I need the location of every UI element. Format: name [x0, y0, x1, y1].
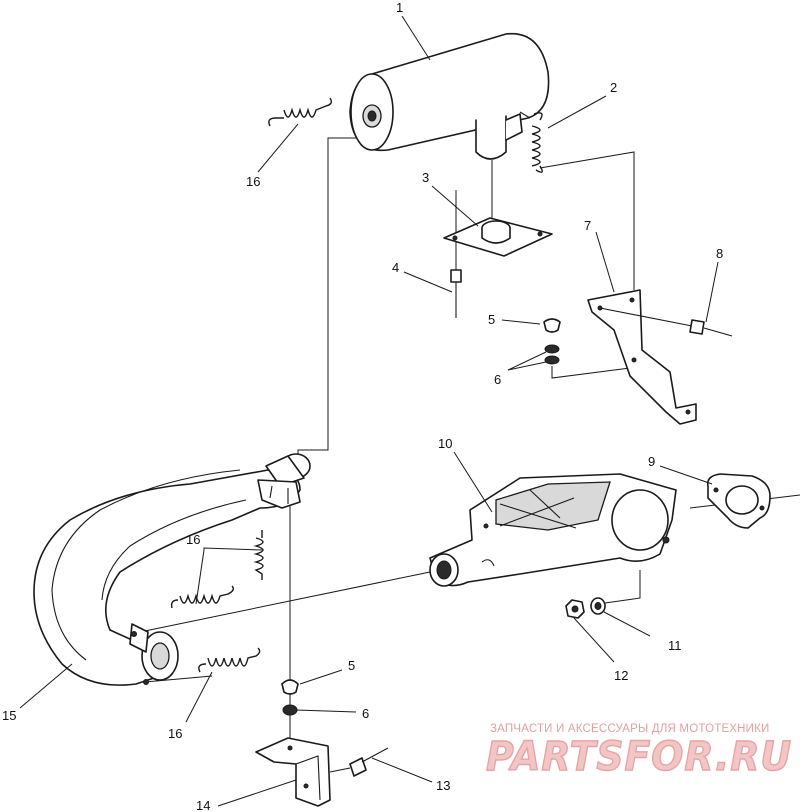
spring-16-middle [170, 585, 235, 609]
callout-12: 12 [614, 668, 628, 683]
watermark-logo: PARTSFOR.RU [486, 734, 792, 780]
watermark: ЗАПЧАСТИ И АКСЕССУАРЫ ДЛЯ МОТОТЕХНИКИ PA… [485, 723, 792, 781]
exhaust-manifold [429, 473, 677, 587]
spring-16-top [268, 97, 333, 127]
screw-13 [329, 747, 389, 777]
bracket-7 [587, 289, 697, 425]
grommet-5-lower [281, 679, 299, 695]
callout-3: 3 [422, 170, 429, 185]
grommet-5-upper [543, 318, 561, 333]
watermark-tagline: ЗАПЧАСТИ И АКСЕССУАРЫ ДЛЯ МОТОТЕХНИКИ [490, 723, 770, 735]
callout-5-lower: 5 [348, 658, 355, 673]
nut-12 [565, 599, 585, 619]
callout-labels: 1 2 3 4 5 6 7 8 9 10 11 12 13 14 15 16 1… [2, 0, 723, 812]
callout-leaders [19, 15, 719, 807]
callout-10: 10 [438, 436, 452, 451]
washers-6-upper [544, 344, 560, 365]
callout-5-upper: 5 [488, 312, 495, 327]
muffler [349, 32, 550, 160]
bracket-14 [255, 737, 331, 807]
spring-16-vertical [253, 530, 264, 580]
callout-14: 14 [196, 798, 210, 812]
washer-6-lower [282, 704, 298, 716]
spring-2 [531, 112, 543, 173]
callout-16-lower: 16 [168, 726, 182, 741]
callout-16-middle: 16 [186, 532, 200, 547]
callout-7: 7 [584, 218, 591, 233]
callout-13: 13 [436, 778, 450, 793]
bolt-4 [450, 269, 462, 318]
callout-2: 2 [610, 80, 617, 95]
callout-6-lower: 6 [362, 706, 369, 721]
grommet-plate [443, 217, 553, 257]
callout-1: 1 [396, 0, 403, 15]
washer-11 [590, 597, 606, 615]
callout-11: 11 [668, 638, 682, 653]
callout-9: 9 [648, 454, 655, 469]
exhaust-pipe [33, 453, 311, 686]
callout-6-upper: 6 [494, 372, 501, 387]
callout-16-top: 16 [246, 174, 260, 189]
spring-16-lower [198, 647, 261, 673]
gasket-9 [706, 473, 771, 529]
callout-8: 8 [716, 246, 723, 261]
callout-4: 4 [392, 260, 399, 275]
screw-8 [599, 307, 733, 337]
callout-15: 15 [2, 708, 16, 723]
